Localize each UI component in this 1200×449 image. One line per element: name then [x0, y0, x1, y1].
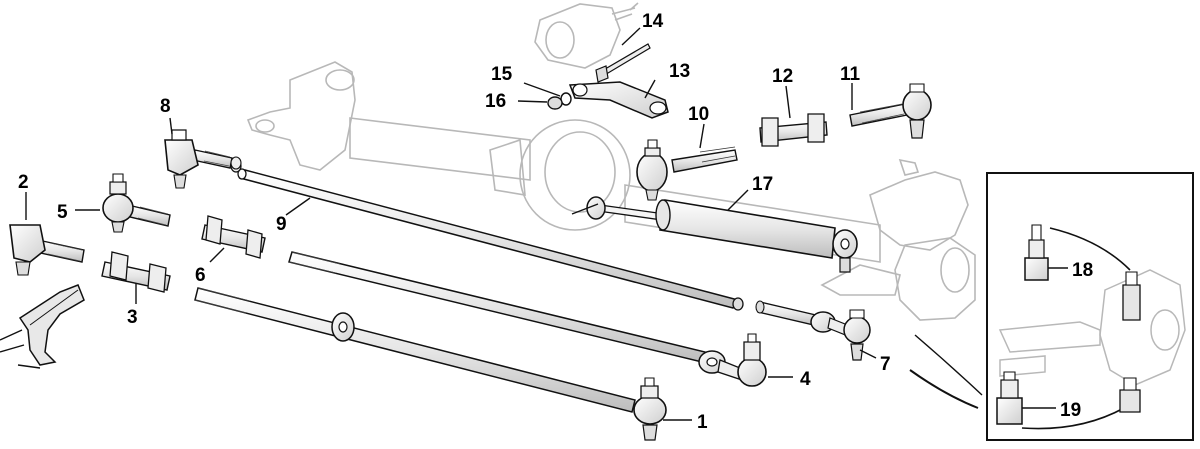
nut-16: [547, 96, 563, 110]
callout-9: 9: [276, 214, 287, 235]
tie-rod-1: [194, 287, 667, 441]
tie-rod-end-11: [849, 83, 932, 139]
bolt-14: [595, 43, 651, 83]
damper-bracket: [0, 284, 85, 369]
callout-2: 2: [18, 172, 29, 193]
tie-rod-end-5: [102, 173, 171, 233]
callout-1: 1: [697, 412, 708, 433]
callout-18: 18: [1072, 260, 1093, 281]
tie-rod-tube-9: [230, 159, 744, 311]
callout-13: 13: [669, 61, 690, 82]
pitman-arm-13: [568, 81, 669, 119]
adjuster-sleeve-6: [201, 215, 266, 259]
tie-rod-end-10: [636, 139, 738, 201]
ghost-axle-assembly: [246, 2, 976, 321]
adjuster-sleeve-3: [101, 251, 171, 293]
callout-16: 16: [485, 91, 506, 112]
callout-8: 8: [160, 96, 171, 117]
callout-17: 17: [752, 174, 773, 195]
callout-19: 19: [1060, 400, 1081, 421]
callout-15: 15: [491, 64, 513, 85]
tie-rod-end-8: [164, 129, 242, 189]
callout-7: 7: [880, 354, 891, 375]
callout-14: 14: [642, 11, 664, 32]
adjuster-sleeve-12: [759, 113, 828, 147]
leader-lines: [25, 27, 1068, 421]
tie-rod-end-2: [9, 224, 85, 276]
callout-3: 3: [127, 307, 138, 328]
callout-12: 12: [772, 66, 793, 87]
tie-rod-end-7: [755, 300, 871, 361]
callout-4: 4: [800, 369, 811, 390]
callout-6: 6: [195, 265, 206, 286]
steering-damper-17: [571, 196, 858, 273]
inset-leader-curve-2: [914, 334, 983, 396]
callout-11: 11: [840, 64, 861, 85]
ball-joint-inset: [986, 172, 1194, 441]
inset-leader-curve: [909, 369, 979, 409]
callout-5: 5: [57, 202, 68, 223]
callout-10: 10: [688, 104, 709, 125]
drag-link-rod-4: [288, 251, 767, 387]
